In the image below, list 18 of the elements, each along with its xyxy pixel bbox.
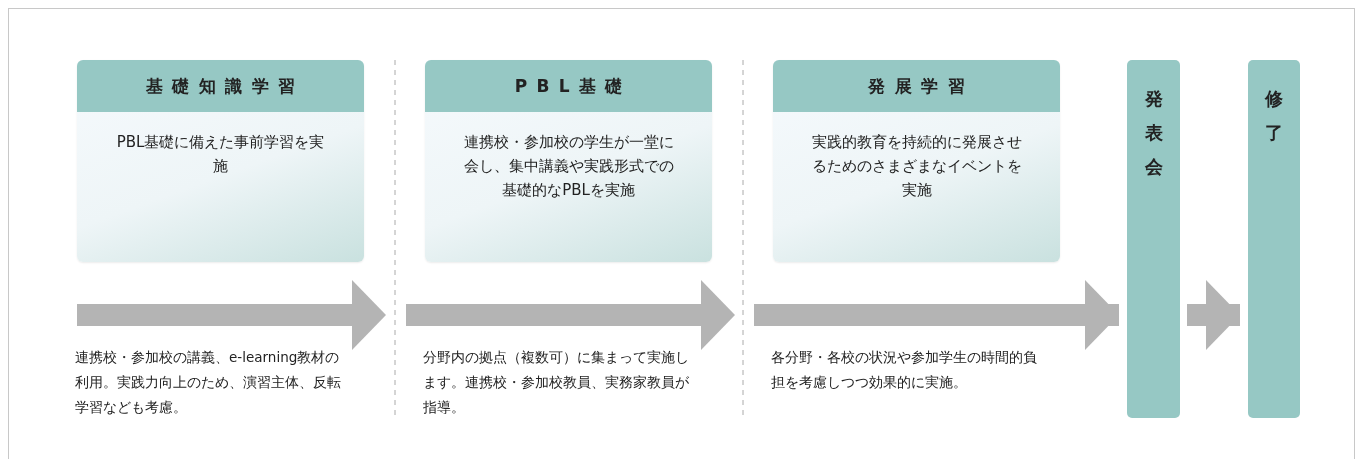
phase-title: PBL基礎 [425,60,712,112]
phase-description: 連携校・参加校の学生が一堂に会し、集中講義や実践形式での基礎的なPBLを実施 [462,132,675,201]
arrow [1187,280,1240,350]
note-text: 分野内の拠点（複数可）に集まって実施します。連携校・参加校教員、実務家教員が指導。 [423,348,690,417]
phase-card [77,60,364,262]
stage-label: 修了 [1265,87,1283,146]
phase-title: 発展学習 [773,60,1060,112]
phase-card [773,60,1060,262]
arrow [754,280,1119,350]
stage-bar [1248,60,1300,418]
phase-description: 実践的教育を持続的に発展させるためのさまざまなイベントを実施 [810,132,1023,201]
note-text: 連携校・参加校の講義、e-learning教材の利用。実践力向上のため、演習主体、反転学習なども考慮。 [75,348,342,417]
stage-label: 発表会 [1144,87,1163,180]
phase-title: 基礎知識学習 [77,60,364,112]
stage-bar [1127,60,1180,418]
phase-card [425,60,712,262]
note-text: 各分野・各校の状況や参加学生の時間的負担を考慮しつつ効果的に実施。 [771,348,1038,392]
phase-description: PBL基礎に備えた事前学習を実施 [115,132,326,177]
